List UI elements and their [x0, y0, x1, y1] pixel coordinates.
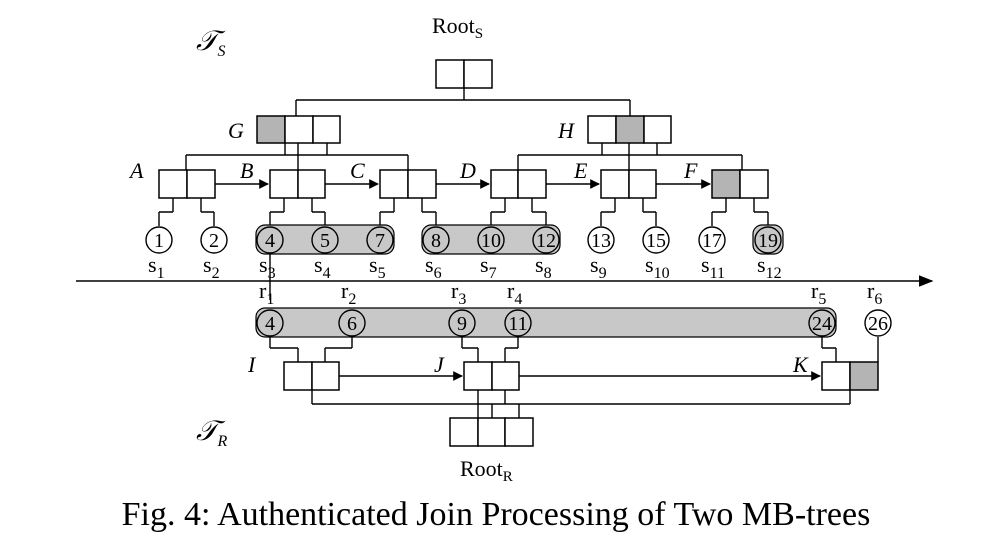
node-c	[379, 169, 437, 199]
node-a	[158, 169, 216, 199]
tree_r-record-circle	[448, 309, 476, 337]
tree_s-record-circle	[422, 226, 450, 254]
node-g-edges	[185, 143, 409, 170]
node-j	[463, 361, 520, 391]
tree_s-record-circle	[256, 226, 284, 254]
tree_s-record-label: s11	[701, 252, 725, 282]
record-leaf-edges-r	[269, 337, 879, 362]
tree_s-record-value: 8	[431, 230, 441, 252]
tree_r-record-value: 4	[265, 313, 275, 335]
tree_r-record-circle	[504, 309, 532, 337]
tree_r-record-value: 9	[457, 313, 467, 335]
node-d	[490, 169, 547, 199]
tree_s-record-value: 1	[154, 230, 164, 252]
tree_s-record-circle	[642, 226, 670, 254]
tree_s-record-value: 4	[265, 230, 275, 252]
tree_r-record-circle	[338, 309, 366, 337]
tree-s-label: 𝒯S	[196, 26, 226, 60]
tree_s-record-value: 2	[209, 230, 219, 252]
tree_s-record-value: 13	[591, 230, 611, 252]
tree_s-record-circle	[477, 226, 505, 254]
tree_s-record-label: s12	[757, 252, 782, 282]
tree_s-record-label: s4	[314, 252, 331, 282]
node-k	[821, 361, 879, 391]
tree-r-label: 𝒯R	[196, 416, 227, 450]
node-j-label: J	[434, 352, 445, 377]
tree_r-record-label: r3	[451, 278, 466, 308]
node-b-label: B	[240, 158, 253, 183]
tree_s-record-value: 7	[375, 230, 385, 252]
tree_r-record-label: r2	[341, 278, 356, 308]
tree_r-record-label: r5	[811, 278, 826, 308]
node-i-label: I	[247, 352, 257, 377]
tree-s: 𝒯S RootS G H A B C D E F	[128, 13, 784, 282]
root-r-edges	[311, 390, 851, 418]
node-b	[269, 169, 326, 199]
root-r-node	[449, 417, 534, 447]
tree_r-record-label: r4	[507, 278, 522, 308]
tree_s-record-circle	[754, 226, 782, 254]
node-f	[711, 169, 769, 199]
tree_r-record-value: 24	[812, 313, 832, 335]
tree_r-record-value: 6	[347, 313, 357, 335]
root-s-node	[435, 59, 493, 89]
node-a-label: A	[128, 158, 144, 183]
tree_s-record-value: 5	[320, 230, 330, 252]
node-i	[283, 361, 340, 391]
tree_s-record-label: s9	[590, 252, 607, 282]
tree_s-record-label: s2	[203, 252, 220, 282]
root-s-edges	[295, 88, 631, 116]
tree_s-record-circle	[145, 226, 173, 254]
tree_r-record-label: r6	[867, 278, 882, 308]
tree_s-record-label: s3	[259, 252, 276, 282]
tree_s-record-value: 17	[702, 230, 722, 252]
tree_s-record-label: s5	[369, 252, 386, 282]
records-s: 1s12s24s35s47s58s610s712s813s915s1017s11…	[145, 226, 782, 282]
node-e-label: E	[573, 158, 588, 183]
tree_s-record-circle	[200, 226, 228, 254]
tree_r-record-circle	[808, 309, 836, 337]
tree_s-record-label: s7	[480, 252, 497, 282]
tree_s-record-label: s6	[425, 252, 442, 282]
tree_s-record-value: 10	[481, 230, 501, 252]
tree_r-record-circle	[864, 309, 892, 337]
node-c-label: C	[350, 158, 365, 183]
tree_r-record-circle	[256, 309, 284, 337]
tree_s-record-value: 19	[758, 230, 778, 252]
tree_s-record-circle	[532, 226, 560, 254]
tree_r-record-label: r1	[259, 278, 274, 308]
node-h-label: H	[557, 118, 575, 143]
tree-r: 4 r1 6 r2 9 r3 11 r4 24 r5 26 r6 I J K RootR 𝒯R	[196, 278, 892, 485]
tree_r-record-value: 11	[508, 313, 527, 335]
leaf-record-edges-s	[158, 198, 769, 226]
tree_s-record-circle	[698, 226, 726, 254]
node-d-label: D	[459, 158, 476, 183]
node-k-label: K	[792, 352, 809, 377]
tree_r-record-value: 26	[868, 313, 888, 335]
figure-caption: Fig. 4: Authenticated Join Processing of…	[122, 496, 871, 533]
tree_s-record-circle	[311, 226, 339, 254]
node-h-edges	[517, 143, 743, 170]
node-e	[600, 169, 657, 199]
tree_s-record-label: s10	[645, 252, 670, 282]
node-h	[587, 115, 672, 144]
records-r: 4 r1 6 r2 9 r3 11 r4 24 r5 26 r6	[256, 278, 892, 337]
match-band-r	[255, 307, 837, 338]
tree_s-record-label: s1	[148, 252, 165, 282]
node-f-label: F	[683, 158, 698, 183]
root-r-label: RootR	[460, 456, 513, 485]
tree_s-record-circle	[366, 226, 394, 254]
node-g	[256, 115, 341, 144]
node-g-label: G	[228, 118, 244, 143]
tree_s-record-value: 15	[646, 230, 666, 252]
tree_s-record-value: 12	[536, 230, 556, 252]
tree_s-record-circle	[587, 226, 615, 254]
tree_s-record-label: s8	[535, 252, 552, 282]
root-s-label: RootS	[432, 13, 483, 42]
